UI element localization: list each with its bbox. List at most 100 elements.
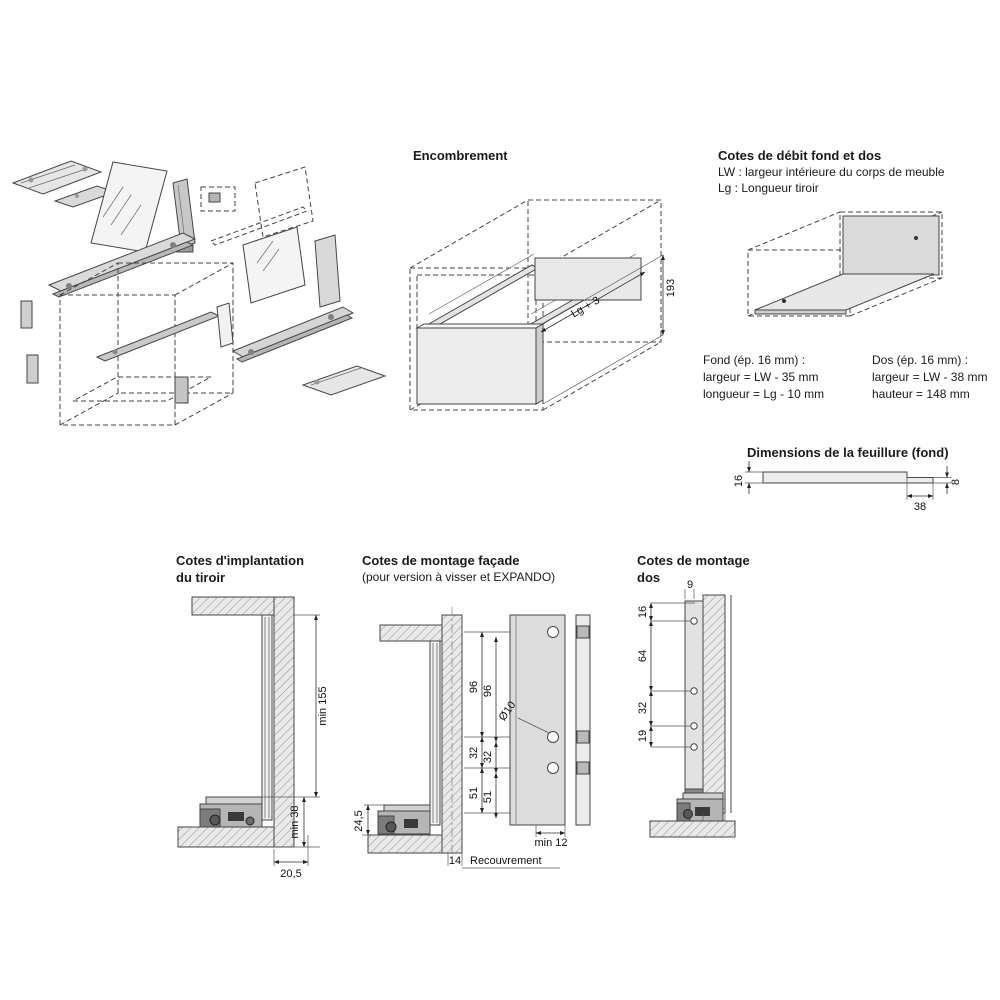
- dimension-24-5: 24,5: [353, 804, 384, 836]
- fond-note-title: Fond (ép. 16 mm) :: [703, 353, 806, 367]
- dim-label-51-a: 51: [468, 787, 480, 799]
- dos-drawing: 9 16 64 32 19: [637, 579, 736, 838]
- dimension-chain-dos: 16 64 32 19: [637, 602, 653, 748]
- dimension-min-155: min 155: [262, 614, 329, 798]
- implantation-drawing: min 155 min 38 20,5: [177, 596, 329, 880]
- facade-rear-plate: [509, 614, 566, 826]
- fond-note-largeur: largeur = LW - 35 mm: [703, 370, 819, 384]
- dim-label-38: 38: [914, 501, 926, 513]
- cover-cap-icons: [20, 300, 189, 404]
- section-title-dos-1: Cotes de montage: [637, 553, 750, 568]
- fond-note-longueur: longueur = Lg - 10 mm: [703, 387, 825, 401]
- glass-front-panel-icon: [90, 161, 168, 253]
- expando-strip: [575, 614, 591, 826]
- back-panel-icon: [314, 234, 341, 308]
- section-subtitle-facade: (pour version à visser et EXPANDO): [362, 570, 556, 584]
- drawer-side-assembly-left-icon: [47, 232, 197, 298]
- section-title-feuillure: Dimensions de la feuillure (fond): [747, 445, 949, 460]
- fond-note: Fond (ép. 16 mm) : largeur = LW - 35 mm …: [703, 352, 868, 403]
- drawer-back-profile: [261, 614, 273, 821]
- cabinet-bottom-panel: [177, 826, 275, 848]
- screw-dot-dos: [914, 236, 918, 240]
- drawer-side-assembly-right-icon: [231, 306, 355, 363]
- dimension-20-5: 20,5: [273, 835, 309, 880]
- cabinet-dashed-outline: [59, 262, 234, 426]
- exploded-assembly-drawing: [11, 160, 387, 426]
- legend-lw: LW : largeur intérieure du corps de meub…: [718, 165, 945, 179]
- hole-extension-lines: [464, 631, 510, 814]
- dim-label-recouvrement: Recouvrement: [470, 855, 542, 867]
- drawer-runner: [199, 796, 263, 828]
- dimension-chain-left: 96 32 51: [468, 631, 484, 814]
- cabinet-top-panel: [191, 596, 275, 616]
- section-title-debit: Cotes de débit fond et dos: [718, 148, 882, 163]
- dim-label-32: 32: [637, 702, 649, 714]
- dim-label-min-38: min 38: [289, 805, 301, 838]
- dim-label-96-b: 96: [482, 685, 494, 697]
- dim-label-32-b: 32: [482, 751, 494, 763]
- dos-header: Cotes de montage dos: [637, 552, 750, 586]
- rear-bracket: [684, 600, 704, 804]
- dos-note-largeur: largeur = LW - 38 mm: [872, 370, 988, 384]
- expando-fitting-icon: [200, 186, 236, 212]
- cabinet-bottom-panel: [649, 820, 736, 838]
- dim-label-16: 16: [637, 606, 649, 618]
- fond-profile: [762, 471, 934, 484]
- glass-post-icon: [216, 302, 234, 348]
- drawer-runner: [676, 788, 724, 822]
- debit-header: Cotes de débit fond et dos LW : largeur …: [718, 147, 993, 196]
- feuillure-drawing: 16 38 8: [733, 461, 962, 513]
- dos-note: Dos (ép. 16 mm) : largeur = LW - 38 mm h…: [872, 352, 1000, 403]
- dim-label-20-5: 20,5: [280, 868, 301, 880]
- tick-extension-lines: [651, 602, 695, 748]
- fond-panel: [754, 273, 935, 315]
- drawer-front-panel: [415, 323, 545, 405]
- dimension-16: 16: [733, 461, 763, 494]
- dim-label-193: 193: [665, 279, 677, 297]
- bottom-rail-icon: [95, 311, 221, 362]
- dim-label-min-155: min 155: [317, 686, 329, 725]
- drawer-box: [425, 253, 642, 329]
- runner-plate-top-left-icon: [11, 160, 103, 195]
- section-title-facade: Cotes de montage façade: [362, 553, 520, 568]
- dim-label-32-a: 32: [468, 747, 480, 759]
- dos-note-hauteur: hauteur = 148 mm: [872, 387, 970, 401]
- dim-label-min-12: min 12: [534, 837, 567, 849]
- drawer-runner: [377, 804, 431, 835]
- dimension-8: 8: [933, 466, 962, 494]
- facade-drawing: 24,5 14 Recouvrement: [353, 607, 591, 869]
- facade-header: Cotes de montage façade (pour version à …: [362, 552, 555, 585]
- section-title-implantation-1: Cotes d'implantation: [176, 553, 305, 568]
- bracket-holes: [690, 617, 698, 751]
- dim-label-19: 19: [637, 730, 649, 742]
- cabinet-top-panel: [379, 624, 443, 642]
- dimension-min-38: min 38: [274, 796, 320, 848]
- encombrement-drawing: 193 Lg + 3: [409, 199, 677, 411]
- dim-label-9: 9: [687, 579, 693, 591]
- dim-label-51-b: 51: [482, 791, 494, 803]
- legend-lg: Lg : Longueur tiroir: [718, 181, 819, 195]
- debit-drawing: [747, 211, 943, 317]
- dimension-9: 9: [684, 579, 695, 599]
- dos-note-title: Dos (ép. 16 mm) :: [872, 353, 969, 367]
- recouvrement-label: Recouvrement: [462, 855, 560, 869]
- section-title-dos-2: dos: [637, 570, 661, 585]
- section-title-implantation-2: du tiroir: [176, 570, 226, 585]
- dos-panel-section: [702, 594, 726, 814]
- dim-label-8: 8: [950, 479, 962, 485]
- section-title-encombrement: Encombrement: [413, 148, 508, 163]
- glass-back-panel-icon: [242, 226, 306, 304]
- dimension-min-12: min 12: [534, 825, 568, 849]
- implantation-header: Cotes d'implantation du tiroir: [176, 552, 304, 586]
- dim-label-14: 14: [449, 855, 461, 867]
- dos-panel: [842, 215, 940, 276]
- dimension-38: 38: [906, 477, 934, 513]
- dim-label-64: 64: [637, 650, 649, 662]
- runner-plate-bottom-right-icon: [301, 365, 387, 396]
- drawer-back-profile: [429, 640, 441, 826]
- ghost-rail-icon: [210, 166, 314, 246]
- dimension-14: 14: [447, 853, 463, 867]
- dim-label-16: 16: [733, 475, 745, 487]
- dim-label-96-a: 96: [468, 681, 480, 693]
